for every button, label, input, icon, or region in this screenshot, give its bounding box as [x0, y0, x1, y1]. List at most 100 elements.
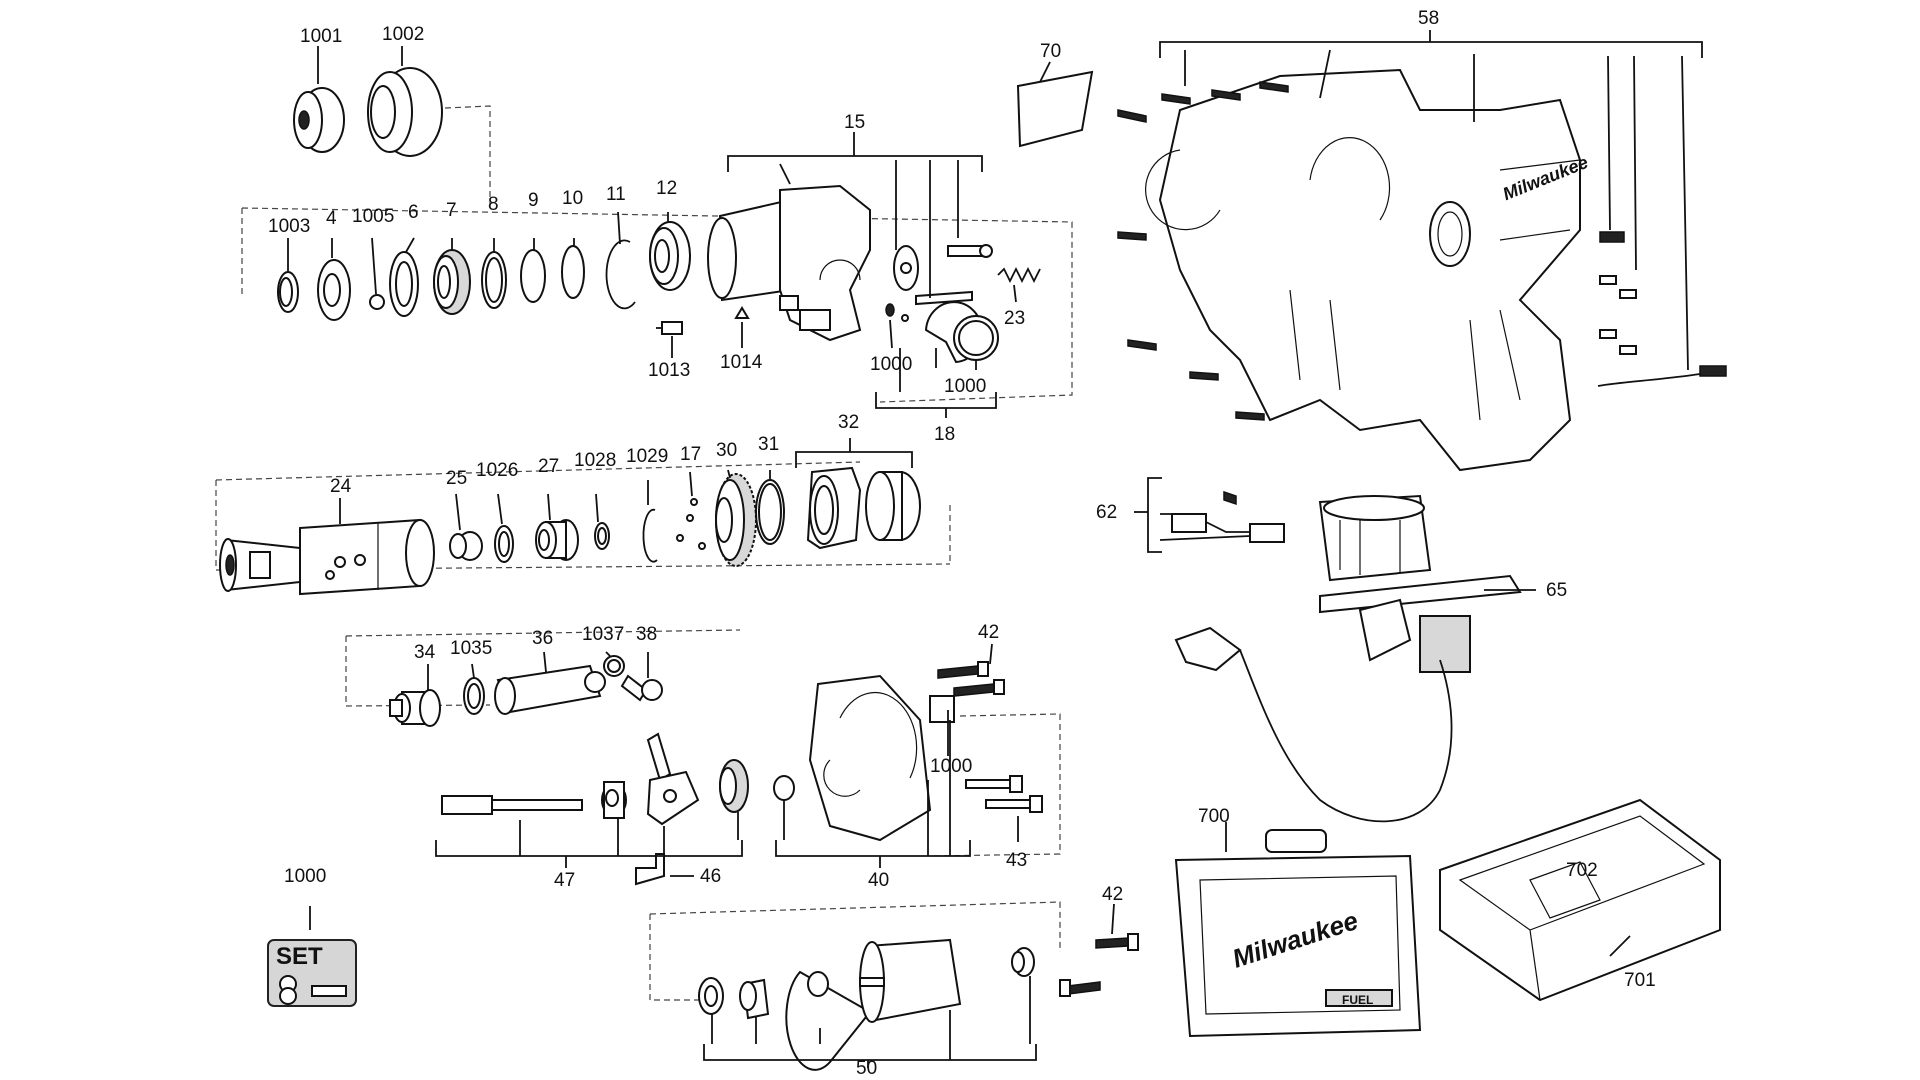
part-1029 — [642, 508, 658, 563]
part-42-screws-b — [1059, 933, 1139, 997]
part-32-assembly — [806, 466, 921, 550]
callout-46: 46 — [700, 866, 721, 887]
part-27 — [535, 519, 579, 561]
part-15-housing — [707, 184, 871, 342]
callout-1029: 1029 — [626, 446, 668, 467]
part-50-motor — [698, 938, 1035, 1071]
callout-62: 62 — [1096, 502, 1117, 523]
part-1002 — [367, 67, 443, 157]
part-7 — [433, 249, 471, 315]
callout-1026: 1026 — [476, 460, 518, 481]
callout-700: 700 — [1198, 806, 1230, 827]
part-12 — [649, 221, 691, 291]
callout-34: 34 — [414, 642, 436, 663]
callout-1013: 1013 — [648, 360, 690, 381]
callout-23: 23 — [1004, 308, 1025, 329]
part-4 — [317, 259, 351, 321]
callout-32: 32 — [838, 412, 859, 433]
part-40-housing — [773, 674, 955, 842]
part-46-clip — [635, 853, 665, 886]
callout-11: 11 — [606, 184, 626, 205]
part-700-case: Milwaukee FUEL — [1174, 829, 1422, 1038]
case-fuel-badge: FUEL — [1342, 993, 1373, 1007]
part-23-spring — [997, 266, 1041, 284]
part-9 — [520, 249, 546, 303]
callout-8: 8 — [488, 194, 499, 215]
part-1026 — [494, 525, 514, 563]
callout-10: 10 — [562, 188, 583, 209]
part-34 — [389, 689, 441, 727]
callout-702: 702 — [1566, 860, 1598, 881]
callout-1000-c: 1000 — [930, 756, 972, 777]
callout-17: 17 — [680, 444, 701, 465]
callout-18: 18 — [934, 424, 955, 445]
callout-701: 701 — [1624, 970, 1656, 991]
part-24-barrel — [219, 518, 435, 596]
callout-labels: 1001 1002 70 58 15 1003 4 1005 6 7 8 9 1… — [268, 8, 1656, 1079]
part-17-balls — [676, 498, 706, 550]
callout-6: 6 — [408, 202, 419, 223]
housing-pins — [1597, 231, 1727, 387]
part-1035 — [463, 677, 485, 715]
part-31 — [755, 479, 785, 545]
set-badge: SET — [267, 939, 357, 1007]
part-1013-screw — [656, 321, 683, 335]
callout-1003: 1003 — [268, 216, 310, 237]
callout-1000-b: 1000 — [944, 376, 986, 397]
part-701-case — [1439, 798, 1721, 1002]
callout-70: 70 — [1040, 41, 1061, 62]
callout-43: 43 — [1006, 850, 1027, 871]
part-58-housing: Milwaukee — [1117, 68, 1727, 472]
callout-1028: 1028 — [574, 450, 616, 471]
callout-40: 40 — [868, 870, 889, 891]
part-38 — [620, 674, 663, 702]
callout-1014: 1014 — [720, 352, 763, 373]
part-62-brushes — [1171, 490, 1285, 543]
callout-12: 12 — [656, 178, 677, 199]
part-8 — [481, 251, 507, 309]
part-1028 — [594, 522, 610, 550]
part-11 — [605, 239, 636, 310]
part-30-gear — [715, 473, 757, 567]
leader-lines — [287, 30, 1703, 1068]
housing-screws — [1117, 81, 1289, 421]
part-25 — [449, 531, 483, 561]
callout-1000-d: 1000 — [284, 866, 326, 887]
part-1003 — [277, 271, 299, 313]
part-42-screws-a — [937, 661, 1005, 697]
callout-58: 58 — [1418, 8, 1439, 29]
callout-27: 27 — [538, 456, 559, 477]
callout-9: 9 — [528, 190, 539, 211]
part-18-assembly — [885, 244, 999, 364]
part-6 — [389, 251, 419, 317]
part-70-label — [1016, 70, 1094, 148]
callout-1000-a: 1000 — [870, 354, 912, 375]
callout-36: 36 — [532, 628, 553, 649]
callout-42-a: 42 — [978, 622, 999, 643]
callout-50: 50 — [856, 1058, 877, 1079]
callout-15: 15 — [844, 112, 865, 133]
callout-25: 25 — [446, 468, 467, 489]
callout-7: 7 — [446, 200, 457, 221]
set-badge-text: SET — [276, 943, 323, 970]
callout-1037: 1037 — [582, 624, 624, 645]
callout-1002: 1002 — [382, 24, 424, 45]
part-1037 — [603, 655, 625, 677]
part-1001 — [293, 87, 345, 153]
callout-4: 4 — [326, 208, 337, 229]
callout-1035: 1035 — [450, 638, 492, 659]
callout-42-b: 42 — [1102, 884, 1123, 905]
callout-31: 31 — [758, 434, 779, 455]
part-1014 — [734, 306, 750, 319]
callout-1001: 1001 — [300, 26, 342, 47]
callout-30: 30 — [716, 440, 737, 461]
callout-1005: 1005 — [352, 206, 394, 227]
callout-24: 24 — [330, 476, 352, 497]
part-43-pins — [965, 775, 1043, 813]
part-1005-ball — [369, 294, 385, 310]
callout-47: 47 — [554, 870, 575, 891]
part-65-electronics — [1174, 494, 1522, 823]
callout-65: 65 — [1546, 580, 1567, 601]
part-36 — [494, 664, 606, 715]
